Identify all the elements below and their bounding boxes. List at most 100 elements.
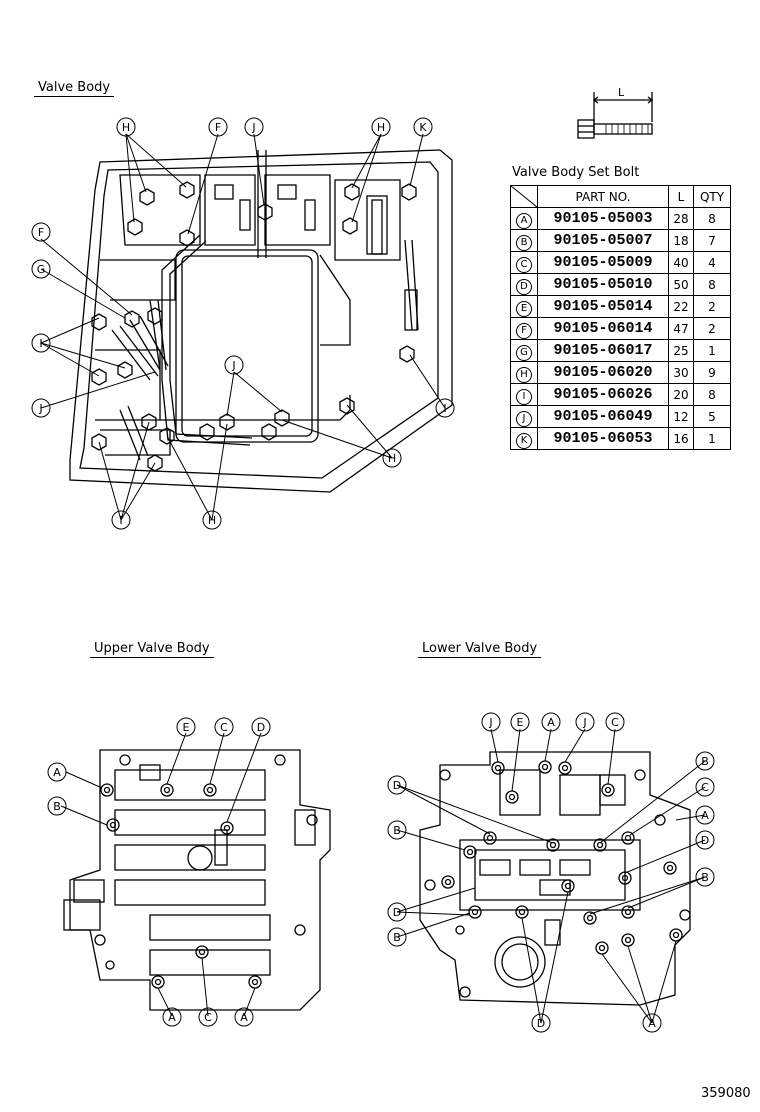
- callout-vb-7: G: [37, 263, 46, 276]
- callout-uvb-8: A: [240, 1011, 248, 1024]
- length-cell: 30: [668, 361, 694, 384]
- callout-uvb-7: C: [204, 1011, 212, 1024]
- callout-vb-12: H: [388, 452, 396, 465]
- lower-valve-body-title: Lower Valve Body: [418, 641, 542, 658]
- length-cell: 20: [668, 383, 694, 406]
- valve-body-bolts: [91, 181, 417, 472]
- bolt-key-letter: C: [516, 257, 532, 273]
- qty-cell: 7: [693, 229, 731, 252]
- bolt-table-title: Valve Body Set Bolt: [512, 165, 640, 180]
- callout-uvb-1: E: [183, 721, 190, 734]
- callout-vb-11: I: [443, 402, 446, 415]
- callout-vb-10: J: [231, 359, 235, 372]
- callout-vb-14: H: [208, 514, 216, 527]
- callout-vb-4: H: [377, 121, 385, 134]
- part-number-cell: 90105-06020: [537, 361, 669, 384]
- part-number-cell: 90105-05003: [537, 207, 669, 230]
- bolt-key-cell: K: [510, 427, 538, 450]
- callout-lvb-10: A: [701, 809, 709, 822]
- callout-uvb-6: A: [168, 1011, 176, 1024]
- callout-vb-13: I: [119, 514, 122, 527]
- part-number-cell: 90105-05009: [537, 251, 669, 274]
- valve-body-title: Valve Body: [34, 80, 115, 97]
- bolt-key-letter: I: [516, 389, 532, 405]
- valve-body-outline: [40, 133, 453, 521]
- bolt-key-cell: D: [510, 273, 538, 296]
- upper-valve-body-bolts: [100, 783, 262, 989]
- bolt-key-cell: G: [510, 339, 538, 362]
- bolt-key-letter: G: [516, 345, 532, 361]
- callout-lvb-3: A: [547, 716, 555, 729]
- part-number-cell: 90105-05010: [537, 273, 669, 296]
- callout-lvb-13: D: [393, 906, 401, 919]
- part-number-cell: 90105-06014: [537, 317, 669, 340]
- callout-lvb-4: J: [582, 716, 586, 729]
- length-cell: 40: [668, 251, 694, 274]
- qty-cell: 9: [693, 361, 731, 384]
- callout-uvb-5: B: [53, 800, 61, 813]
- callout-lvb-11: D: [701, 834, 709, 847]
- callout-vb-9: J: [38, 402, 42, 415]
- qty-cell: 8: [693, 273, 731, 296]
- callout-uvb-4: A: [53, 766, 61, 779]
- callout-lvb-12: B: [701, 871, 709, 884]
- bolt-length-label: L: [618, 86, 625, 99]
- bolt-key-cell: F: [510, 317, 538, 340]
- bolt-key-cell: E: [510, 295, 538, 318]
- callout-vb-6: F: [38, 226, 44, 239]
- bolt-key-letter: H: [516, 367, 532, 383]
- callout-vb-8: I: [39, 337, 42, 350]
- callout-lvb-14: B: [393, 931, 401, 944]
- qty-cell: 8: [693, 383, 731, 406]
- part-number-cell: 90105-06053: [537, 427, 669, 450]
- bolt-key-letter: E: [516, 301, 532, 317]
- bolt-key-letter: K: [516, 433, 532, 449]
- lower-valve-body-bolts: [441, 760, 683, 955]
- bolt-key-letter: J: [516, 411, 532, 427]
- qty-cell: 2: [693, 295, 731, 318]
- length-cell: 28: [668, 207, 694, 230]
- callout-uvb-3: D: [257, 721, 265, 734]
- part-number-cell: 90105-06049: [537, 405, 669, 428]
- bolt-key-letter: F: [516, 323, 532, 339]
- callout-letters: H F J H K F G I J J I H I H E C D A B A …: [37, 121, 710, 1030]
- callout-vb-5: K: [419, 121, 427, 134]
- upper-valve-body-drawing: [60, 732, 331, 1017]
- callout-lvb-5: C: [611, 716, 619, 729]
- callout-vb-2: F: [215, 121, 221, 134]
- bolt-sketch: L: [577, 86, 654, 139]
- callout-uvb-2: C: [220, 721, 228, 734]
- bolt-table-header-row: PART NO. L QTY: [510, 185, 731, 208]
- qty-cell: 8: [693, 207, 731, 230]
- qty-cell: 1: [693, 339, 731, 362]
- part-number-cell: 90105-05014: [537, 295, 669, 318]
- header-length: L: [668, 185, 694, 208]
- callouts: [31, 117, 715, 1033]
- length-cell: 18: [668, 229, 694, 252]
- bolt-key-cell: I: [510, 383, 538, 406]
- length-cell: 16: [668, 427, 694, 450]
- callout-lvb-7: B: [393, 824, 401, 837]
- length-cell: 50: [668, 273, 694, 296]
- callout-lvb-8: B: [701, 755, 709, 768]
- bolt-key-cell: H: [510, 361, 538, 384]
- part-number-cell: 90105-06017: [537, 339, 669, 362]
- qty-cell: 1: [693, 427, 731, 450]
- callout-lvb-6: D: [393, 779, 401, 792]
- header-qty: QTY: [693, 185, 731, 208]
- upper-valve-body-title: Upper Valve Body: [90, 641, 214, 658]
- length-cell: 47: [668, 317, 694, 340]
- bolt-table-diagonal-cell: [510, 185, 538, 208]
- callout-vb-1: H: [122, 121, 130, 134]
